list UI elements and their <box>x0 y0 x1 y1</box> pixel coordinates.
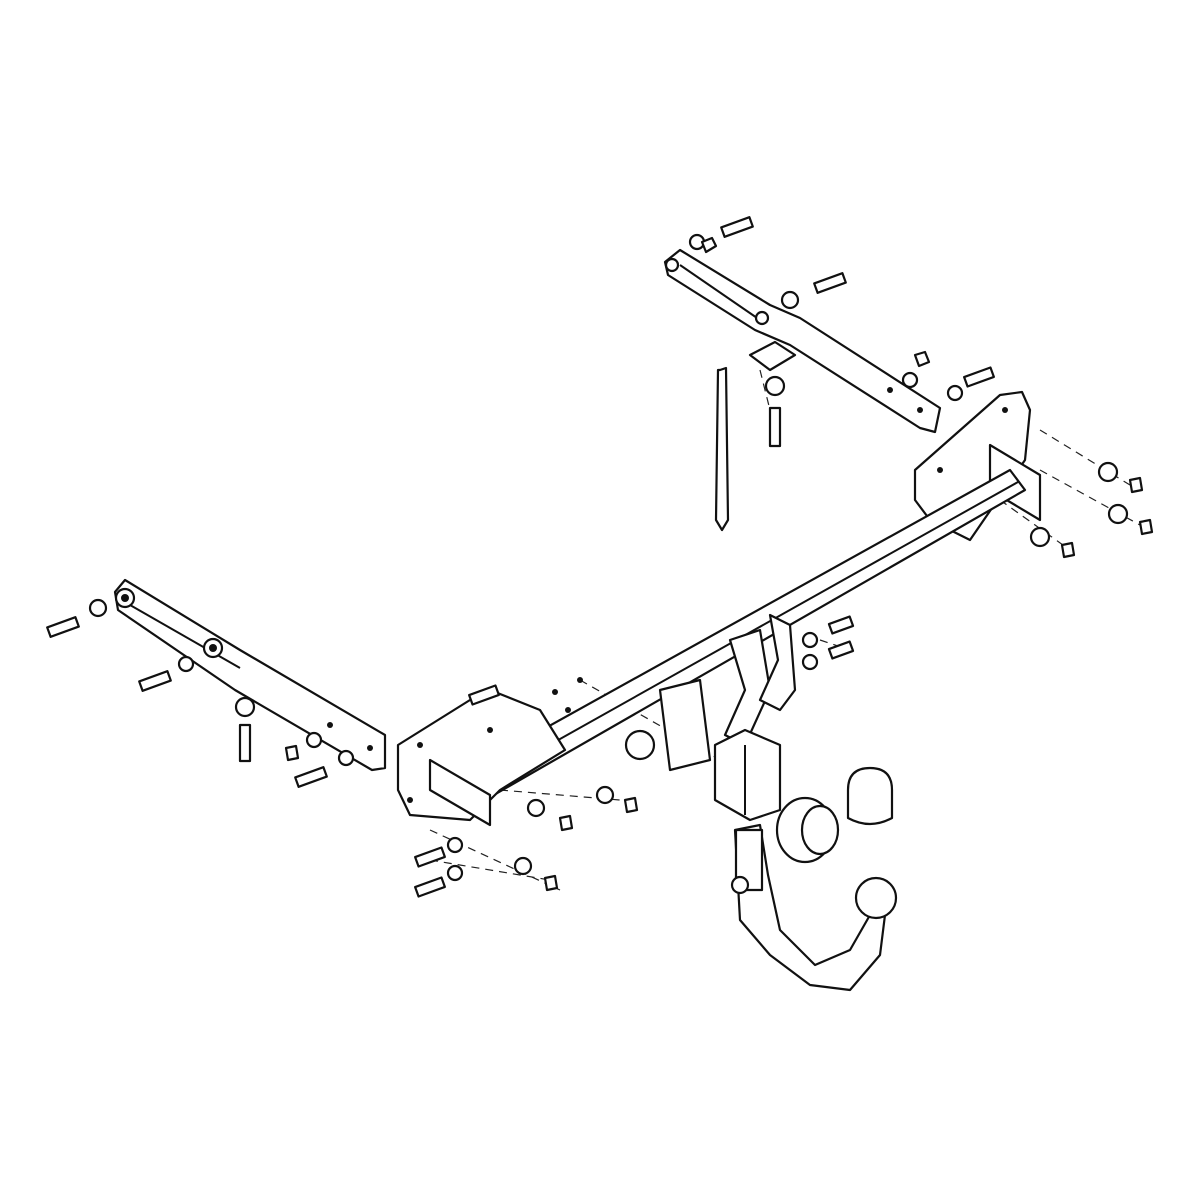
cable-tie <box>714 366 730 532</box>
bolt <box>768 406 782 448</box>
right-side-arm <box>663 248 942 434</box>
bolt <box>46 616 80 638</box>
bolt <box>414 846 446 868</box>
socket-bracket <box>713 728 782 822</box>
bolt <box>468 684 500 706</box>
fasteners <box>46 216 1154 898</box>
center-brackets <box>624 613 797 772</box>
left-side-arm <box>113 578 387 772</box>
washers <box>88 233 1129 882</box>
bolt <box>813 272 847 294</box>
bolt <box>138 670 172 692</box>
bolt <box>963 366 995 388</box>
bolt <box>827 640 855 660</box>
bolt <box>414 876 446 898</box>
ball-cap <box>846 766 894 826</box>
bolt <box>238 723 252 763</box>
nuts <box>284 236 1154 892</box>
bolt <box>720 216 754 238</box>
bolt <box>827 615 855 635</box>
assembly-guide-lines <box>199 369 1141 891</box>
electrical-socket <box>775 796 840 864</box>
tow-ball <box>854 876 898 920</box>
bolt <box>294 766 328 788</box>
